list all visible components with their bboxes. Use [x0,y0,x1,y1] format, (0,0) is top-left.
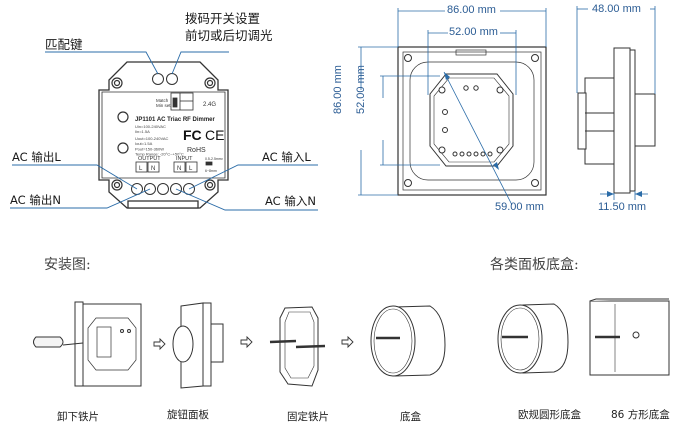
leader-lines [10,51,318,211]
screwdriver-icon [33,336,84,348]
wire-spec: 0.5-2.5mm² [205,157,224,161]
ac-in-n-label: AC 输入N [265,194,316,208]
dim-panel-thickness: 11.50 mm [598,201,647,213]
step3-plate-drawing [269,306,326,387]
side-view-drawing [577,47,656,194]
installation-title: 安装图: [44,257,91,273]
ac-out-n-label: AC 输出N [10,193,61,207]
step-caption-3: 固定铁片 [287,411,329,423]
fc-mark: FC [183,127,202,143]
terminal-in-l: L [189,166,193,172]
match-label: Match [156,98,169,103]
terminal-in-n: N [177,166,181,172]
front-view-drawing [397,46,547,196]
step-caption-1: 卸下铁片 [57,411,99,423]
terminal-out-n: N [151,166,155,172]
mounting-holes [111,77,216,191]
match-key-label: 匹配键 [45,37,83,52]
side-knobs [117,111,129,154]
dim-front-width: 86.00 mm [447,4,496,16]
device-spec-line: Iout=1.5A [135,141,153,146]
device-spec-line: Iin=1.5A [135,129,150,134]
side-arrowheads [607,191,642,197]
device-model: JP1101 AC Triac RF Dimmer [135,117,215,123]
match-sub-label: Min set [156,103,171,108]
step4-box-drawing [370,305,446,377]
dim-diagonal: 59.00 mm [495,201,544,213]
square-86-box-drawing [589,298,670,376]
strip-spec: 6~8mm [205,169,217,173]
diagonal-arrowheads [444,72,499,170]
ac-out-l-label: AC 输出L [12,150,61,164]
dim-inner-height: 52.00 mm [355,65,367,114]
dim-side-depth: 48.00 mm [592,3,641,15]
rf-label: 2.4G [203,102,216,108]
top-buttons [152,73,178,85]
input-label: INPUT [176,156,193,162]
front-view-screws [404,54,539,187]
dim-front-height: 86.00 mm [332,65,344,114]
device-spec-line: Temp Range: -20°C~+50°C [135,152,184,157]
step1-panel-drawing [74,301,142,387]
device-spec-line: Uin=100-240VAC [135,124,166,129]
device-spec-line: Pout=150-360W [135,146,164,151]
step-caption-4: 底盒 [400,411,421,423]
output-label: OUTPUT [138,156,161,162]
terminal-boxes [135,161,213,173]
ce-mark: CE [205,127,224,143]
rohs-mark: RoHS [187,147,206,154]
dip-switch-label-2: 前切或后切调光 [185,28,273,43]
terminal-out-l: L [139,166,143,172]
device-spec-line: Uout=100-240VAC [135,136,169,141]
front-dimension-lines [358,8,547,206]
arrow-icons [153,335,354,351]
box-caption-86: 86 方形底盒 [611,409,670,421]
boxes-title: 各类面板底盒: [490,257,579,273]
dim-inner-width: 52.00 mm [449,26,498,38]
ac-in-l-label: AC 输入L [262,150,311,164]
step2-knob-drawing [172,302,224,389]
dip-switch-label-1: 拨码开关设置 [185,11,261,26]
box-caption-euro: 欧规圆形底盒 [518,409,581,421]
step-caption-2: 旋钮面板 [167,409,209,421]
euro-round-box-drawing [497,303,569,374]
dip-switch [170,92,194,111]
